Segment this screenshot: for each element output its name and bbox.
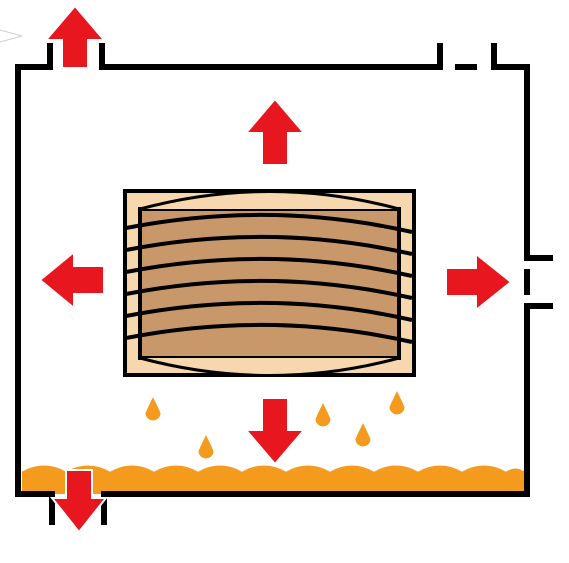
liquid-surface (22, 464, 524, 494)
drop-icon (388, 388, 406, 416)
chamber-top-left (15, 43, 55, 497)
drop-icon (197, 432, 215, 460)
wood-inner (138, 207, 401, 360)
chamber-right-lower (101, 303, 553, 497)
steam-wisp (0, 29, 23, 43)
wood-cap-top (139, 190, 400, 211)
arrow-left-icon (38, 249, 105, 311)
arrow-down-icon (243, 397, 307, 466)
chamber-right-upper (491, 43, 553, 261)
chamber-top-main (99, 43, 443, 70)
drop-icon (354, 420, 372, 448)
arrows (38, 4, 513, 534)
arrow-down-icon (49, 469, 109, 534)
chamber-walls (15, 43, 553, 525)
wood-cap-bottom (139, 356, 400, 377)
arrow-right-icon (445, 251, 513, 313)
arrow-up-icon (243, 97, 307, 166)
liquid-pool (21, 462, 525, 494)
wood-grain (125, 212, 413, 344)
drop-icon (144, 394, 162, 422)
drops (144, 388, 406, 460)
wood-log-icon (123, 189, 416, 377)
arrow-up-icon (43, 4, 107, 69)
drop-icon (314, 400, 332, 428)
